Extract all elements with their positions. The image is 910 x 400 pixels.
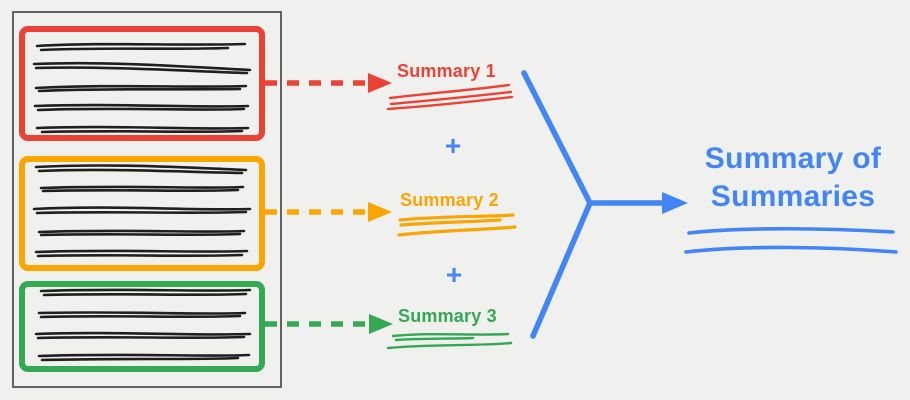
chunk-3-box xyxy=(19,281,265,372)
chunk-1-box xyxy=(19,26,265,141)
arrow-chunk2-to-summary2 xyxy=(265,202,392,222)
result-underline-scribble xyxy=(684,226,898,254)
scribble-stroke xyxy=(398,213,515,222)
merge-line-bottom xyxy=(530,200,593,339)
arrow-chunk3-to-summary3 xyxy=(265,314,393,334)
arrowhead-icon xyxy=(368,202,392,222)
scribble-stroke xyxy=(389,90,513,106)
arrowhead-icon xyxy=(369,314,393,334)
scribble-stroke xyxy=(391,332,510,342)
text-scribble-line xyxy=(37,229,246,237)
summary2-underline-scribble xyxy=(397,213,517,237)
scribble-stroke xyxy=(386,341,513,350)
chunk-2-text-lines xyxy=(32,164,252,258)
text-scribble-line xyxy=(34,249,249,258)
merge-line-top xyxy=(521,70,593,206)
summary3-underline-scribble xyxy=(386,332,513,350)
result-title: Summary of Summaries xyxy=(673,140,910,216)
summary1-underline-scribble xyxy=(386,83,514,111)
document-border xyxy=(12,11,282,388)
merge-arrow xyxy=(521,70,688,339)
source-document xyxy=(12,11,282,388)
scribble-stroke xyxy=(386,95,514,111)
text-scribble-line xyxy=(32,61,252,75)
summary2-label: Summary 2 xyxy=(400,190,499,210)
arrow-chunk1-to-summary1 xyxy=(265,73,392,93)
result-title-line1: Summary of xyxy=(704,142,882,175)
summary3-label: Summary 3 xyxy=(398,306,497,326)
text-scribble-line xyxy=(34,164,248,175)
text-scribble-line xyxy=(33,103,250,112)
chunk-1-text-lines xyxy=(32,42,252,134)
text-scribble-line xyxy=(37,353,251,362)
summary1-label: Summary 1 xyxy=(397,61,496,81)
text-scribble-line xyxy=(34,84,248,93)
scribble-stroke xyxy=(684,245,898,254)
result-title-line2: Summaries xyxy=(710,180,876,213)
scribble-stroke xyxy=(388,83,511,100)
scribble-stroke xyxy=(399,218,502,227)
arrowhead-icon xyxy=(662,192,688,214)
arrowhead-icon xyxy=(368,73,392,93)
scribble-stroke xyxy=(687,226,895,235)
plus-operator-1: + xyxy=(444,130,462,161)
text-scribble-line xyxy=(32,206,252,215)
chunk-3-text-lines xyxy=(34,288,252,362)
text-scribble-line xyxy=(35,125,250,134)
text-scribble-line xyxy=(34,331,252,340)
text-scribble-line xyxy=(39,288,252,297)
text-scribble-line xyxy=(39,185,245,193)
scribble-stroke xyxy=(397,225,517,237)
chunk-2-box xyxy=(19,156,265,271)
plus-operator-2: + xyxy=(445,259,463,290)
text-scribble-line xyxy=(35,42,247,52)
text-scribble-line xyxy=(37,311,247,319)
